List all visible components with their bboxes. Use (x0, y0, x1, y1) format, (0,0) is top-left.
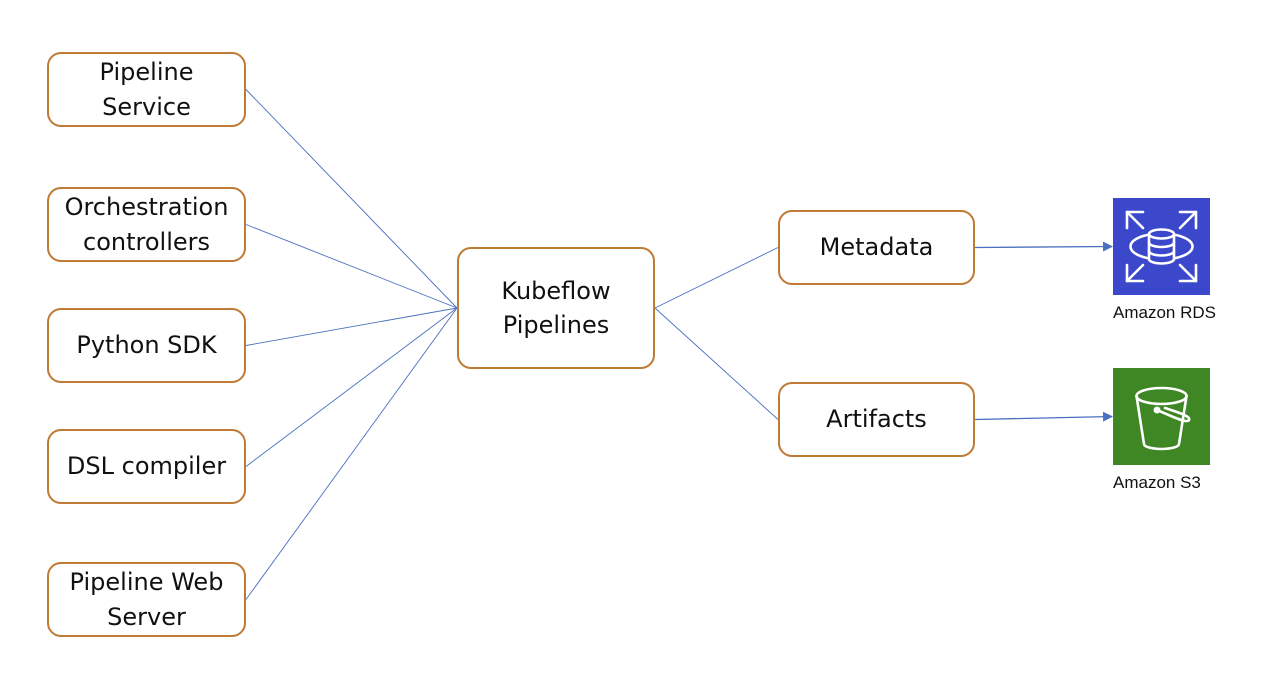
amazon-rds-label: Amazon RDS (1113, 303, 1216, 322)
edge-artifacts-to-amazon-s3 (974, 411, 1113, 422)
dsl-compiler-node: DSL compiler (47, 429, 246, 504)
edge-orchestration-controllers-to-kubeflow-pipelines (245, 224, 458, 309)
edge-kubeflow-pipelines-to-metadata (654, 247, 779, 309)
metadata-node: Metadata (778, 210, 975, 285)
edge-kubeflow-pipelines-to-artifacts (654, 307, 779, 420)
edge-python-sdk-to-kubeflow-pipelines (245, 307, 458, 346)
edge-pipeline-service-to-kubeflow-pipelines (245, 89, 458, 309)
edge-dsl-compiler-to-kubeflow-pipelines (245, 307, 458, 467)
python-sdk-node: Python SDK (47, 308, 246, 383)
kubeflow-pipelines-node: Kubeflow Pipelines (457, 247, 655, 369)
amazon-s3-label: Amazon S3 (1113, 473, 1201, 492)
edge-pipeline-web-server-to-kubeflow-pipelines (245, 307, 458, 600)
pipeline-service-node: Pipeline Service (47, 52, 246, 127)
orchestration-controllers-node: Orchestration controllers (47, 187, 246, 262)
bucket-icon (1113, 368, 1210, 465)
edge-metadata-to-amazon-rds (974, 241, 1113, 252)
pipeline-web-server-node: Pipeline Web Server (47, 562, 246, 637)
database-icon (1113, 198, 1210, 295)
artifacts-node: Artifacts (778, 382, 975, 457)
